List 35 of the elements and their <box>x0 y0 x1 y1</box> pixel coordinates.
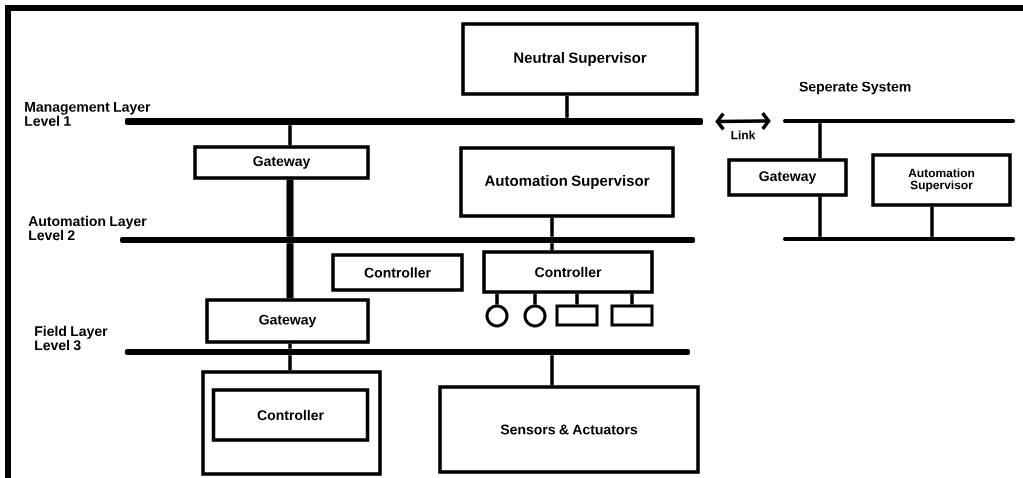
layer-label: Management Layer Level 1 <box>25 102 151 126</box>
connector-line <box>818 196 822 237</box>
connector-line <box>495 293 499 305</box>
layer-label: Automation Layer Level 2 <box>28 215 147 241</box>
layer-label: Field Layer Level 3 <box>35 325 108 351</box>
connector-line <box>575 293 579 305</box>
connector-line <box>818 123 822 159</box>
device-box <box>610 304 654 327</box>
connector-line <box>533 293 537 305</box>
connector-line <box>930 206 934 237</box>
component-box: Sensors & Actuators <box>438 385 700 474</box>
component-box: Automation Supervisor <box>871 153 1012 207</box>
component-box: Controller <box>211 388 370 442</box>
layer-label: Seperate System <box>799 81 911 95</box>
edge-label: Link <box>731 130 756 140</box>
connector-line <box>565 95 569 118</box>
component-box: Gateway <box>205 298 370 344</box>
component-box: Controller <box>331 253 464 292</box>
device-circle <box>523 304 547 328</box>
device-box <box>555 304 599 327</box>
connector-line <box>550 355 554 386</box>
component-box: Neutral Supervisor <box>461 22 699 96</box>
enclosure-box <box>201 370 382 476</box>
device-circle <box>485 304 509 328</box>
connector-line <box>288 355 292 371</box>
component-box: Gateway <box>193 145 370 180</box>
component-box: Controller <box>482 250 654 294</box>
connector-line <box>550 217 554 237</box>
connector-line <box>550 243 554 251</box>
connector-line <box>630 293 634 305</box>
component-box: Automation Supervisor <box>459 146 675 218</box>
connector-line <box>288 343 292 349</box>
component-box: Gateway <box>727 158 848 197</box>
connector-line <box>288 125 292 146</box>
link-arrow <box>715 112 771 131</box>
